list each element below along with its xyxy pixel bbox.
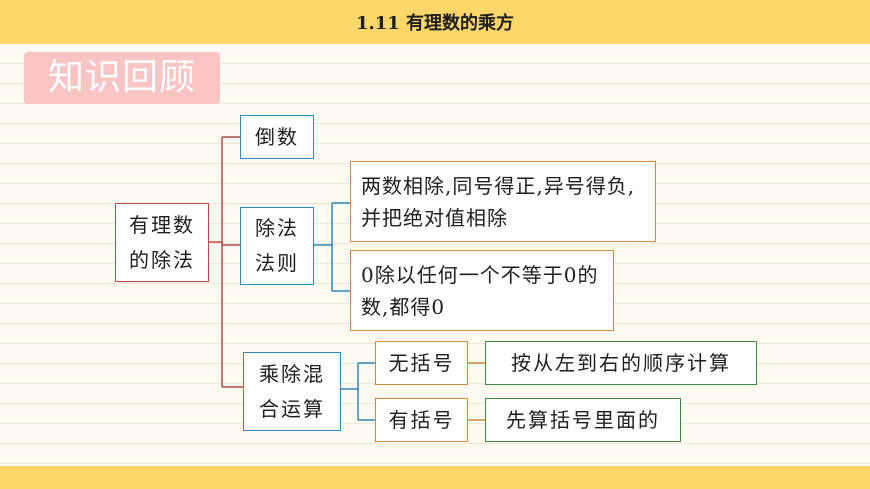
node-root: 有理数的除法 bbox=[115, 203, 209, 282]
header-bar: 1.11 有理数的乘方 bbox=[0, 0, 870, 44]
node-no-bracket-label: 无括号 bbox=[388, 350, 455, 375]
node-with-bracket-label: 有括号 bbox=[388, 407, 455, 432]
node-division-rule: 除法法则 bbox=[240, 207, 314, 285]
node-mixed-label: 乘除混合运算 bbox=[259, 361, 325, 421]
node-with-bracket-rule-text: 先算括号里面的 bbox=[506, 407, 660, 432]
node-mixed: 乘除混合运算 bbox=[243, 352, 341, 431]
page-title: 1.11 有理数的乘方 bbox=[355, 13, 515, 34]
node-rule2: 0除以任何一个不等于0的数,都得0 bbox=[350, 250, 614, 331]
node-reciprocal-label: 倒数 bbox=[255, 124, 299, 149]
node-no-bracket: 无括号 bbox=[375, 341, 468, 385]
node-with-bracket: 有括号 bbox=[375, 398, 468, 442]
node-rule2-text: 0除以任何一个不等于0的数,都得0 bbox=[361, 263, 599, 319]
section-title: 知识回顾 bbox=[24, 52, 220, 104]
node-no-bracket-rule: 按从左到右的顺序计算 bbox=[485, 341, 757, 385]
node-with-bracket-rule: 先算括号里面的 bbox=[485, 398, 681, 442]
node-no-bracket-rule-text: 按从左到右的顺序计算 bbox=[511, 350, 731, 375]
node-rule1-text: 两数相除,同号得正,异号得负,并把绝对值相除 bbox=[361, 174, 636, 230]
node-division-rule-label: 除法法则 bbox=[255, 216, 299, 275]
node-reciprocal: 倒数 bbox=[240, 115, 314, 159]
footer-bar bbox=[0, 466, 870, 489]
node-root-label: 有理数的除法 bbox=[129, 212, 195, 272]
node-rule1: 两数相除,同号得正,异号得负,并把绝对值相除 bbox=[350, 161, 656, 242]
